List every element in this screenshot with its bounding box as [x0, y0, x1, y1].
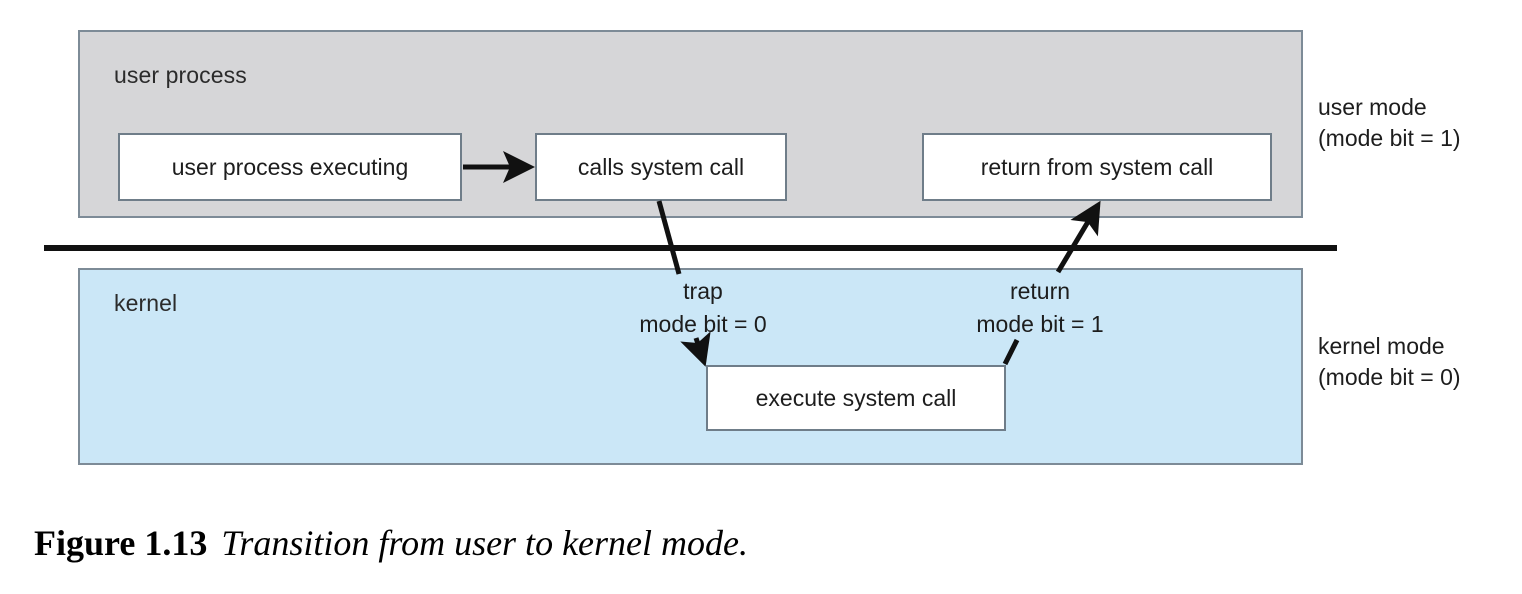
node-return-from-system-call: return from system call: [922, 133, 1272, 201]
trap-transition-label: trap mode bit = 0: [568, 275, 838, 341]
kernel-mode-bit: (mode bit = 0): [1318, 364, 1461, 390]
return-transition-label: return mode bit = 1: [905, 275, 1175, 341]
node-calls-system-call: calls system call: [535, 133, 787, 201]
figure-caption-text: Transition from user to kernel mode.: [221, 523, 748, 563]
mode-boundary-divider: [44, 245, 1337, 251]
user-process-region-label: user process: [114, 62, 247, 88]
figure-caption: Figure 1.13 Transition from user to kerne…: [34, 522, 748, 564]
return-name: return: [1009, 278, 1071, 304]
figure-caption-number: Figure 1.13: [34, 523, 208, 563]
user-mode-title: user mode: [1318, 94, 1427, 120]
node-execute-system-call: execute system call: [706, 365, 1006, 431]
trap-name: trap: [683, 278, 723, 304]
user-mode-bit: (mode bit = 1): [1318, 125, 1461, 151]
node-user-process-executing: user process executing: [118, 133, 462, 201]
user-mode-caption: user mode (mode bit = 1): [1318, 92, 1461, 154]
kernel-region-label: kernel: [114, 290, 178, 316]
kernel-mode-title: kernel mode: [1318, 333, 1445, 359]
trap-mode-bit: mode bit = 0: [639, 311, 767, 337]
kernel-mode-caption: kernel mode (mode bit = 0): [1318, 331, 1461, 393]
return-mode-bit: mode bit = 1: [976, 311, 1104, 337]
